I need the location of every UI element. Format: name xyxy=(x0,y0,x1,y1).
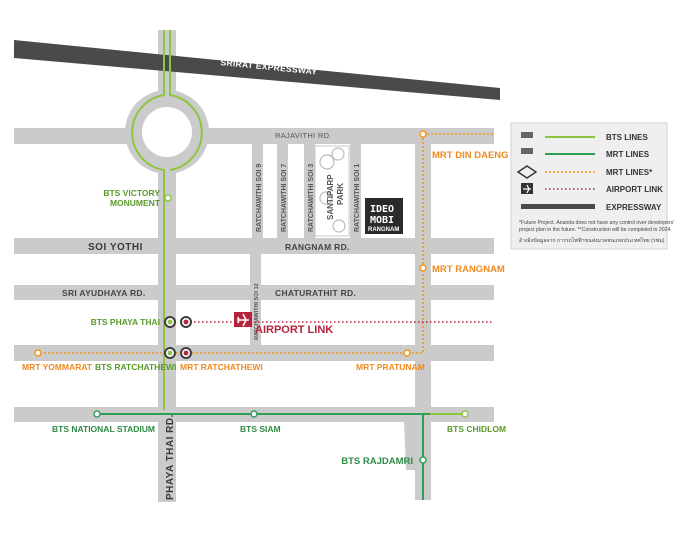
legend-item-expressway: EXPRESSWAY xyxy=(521,203,662,212)
airport-link-marker: AIRPORT LINK xyxy=(234,312,333,336)
bts-line-swatch-icon xyxy=(521,132,533,138)
legend-label-mrt: MRT LINES xyxy=(606,150,650,159)
label-bts-phaya-thai: BTS PHAYA THAI xyxy=(91,317,160,327)
legend-note-line2: project plan in the future. **Constructi… xyxy=(519,227,672,233)
bts-line-roundabout xyxy=(169,30,203,171)
park-name-line1: SANTIPARP xyxy=(326,174,335,220)
label-bts-ratchathewi: BTS RATCHATHEWI xyxy=(95,362,176,372)
tree-icon xyxy=(319,154,335,170)
legend-note-line1: *Future Project. Ananda does not have an… xyxy=(519,220,674,226)
airplane-glyph-legend xyxy=(523,184,531,194)
legend-box xyxy=(510,122,668,250)
roundabout-center xyxy=(142,107,192,157)
airplane-glyph xyxy=(237,313,249,327)
road-rajdamri xyxy=(404,422,420,470)
station-bts-national-stadium[interactable] xyxy=(93,410,101,418)
legend-label-mrt-future: MRT LINES* xyxy=(606,168,653,177)
project-logo-line2: MOBI xyxy=(370,215,394,226)
legend-note-thai: อ้างอิงข้อมูลจาก การรถไฟฟ้าขนส่งมวลชนแห่… xyxy=(519,236,665,244)
label-bts-chidlom: BTS CHIDLOM xyxy=(447,424,506,434)
label-mrt-yommarat: MRT YOMMARAT xyxy=(22,362,93,372)
label-mrt-pratunam: MRT PRATUNAM xyxy=(356,362,425,372)
road-soi-3 xyxy=(304,144,315,238)
bts-line-sukhumvit xyxy=(131,30,165,410)
station-mrt-pratunam[interactable] xyxy=(403,349,411,357)
station-mrt-yommarat[interactable] xyxy=(34,349,42,357)
label-mrt-ratchathewi: MRT RATCHATHEWI xyxy=(180,362,263,372)
station-bts-victory-monument[interactable] xyxy=(164,194,172,202)
legend-label-expressway: EXPRESSWAY xyxy=(606,203,662,212)
road-label-soi-yothi: SOI YOTHI xyxy=(88,242,143,253)
road-soi-9 xyxy=(252,144,263,238)
station-mrt-rangnam[interactable] xyxy=(419,264,427,272)
road-rangnam xyxy=(14,238,494,254)
road-soi-7 xyxy=(277,144,288,238)
road-soi-12 xyxy=(250,254,261,345)
project-name: RANGNAM xyxy=(368,227,399,233)
station-airport-link-dot xyxy=(183,319,189,325)
station-bts-ratchathewi-dot xyxy=(167,350,173,356)
legend-item-mrt-future: MRT LINES* xyxy=(516,165,653,179)
road-label-sri-ayudhaya: SRI AYUDHAYA RD. xyxy=(62,288,146,298)
mrt-future-line xyxy=(38,134,424,354)
legend-item-airport-link: AIRPORT LINK xyxy=(521,183,663,194)
project-logo-line1: IDEO xyxy=(370,204,394,215)
road-label-rajavithi: RAJAVITHI RD. xyxy=(275,131,332,140)
mrt-line-swatch-icon xyxy=(521,148,533,154)
legend-item-mrt: MRT LINES xyxy=(521,148,650,159)
santiparp-park: SANTIPARP PARK xyxy=(314,145,350,237)
label-airport-link: AIRPORT LINK xyxy=(255,324,333,336)
srirat-expressway xyxy=(14,40,500,100)
label-bts-victory-monument-1: BTS VICTORY xyxy=(103,188,160,198)
road-label-soi-7: RATCHAWITHI SOI 7 xyxy=(281,164,288,232)
park-name-line2: PARK xyxy=(336,183,345,205)
station-mrt-ratchathewi-dot xyxy=(183,350,189,356)
station-bts-siam[interactable] xyxy=(250,410,258,418)
station-mrt-din-daeng[interactable] xyxy=(419,130,427,138)
label-bts-national-stadium: BTS NATIONAL STADIUM xyxy=(52,424,155,434)
label-mrt-din-daeng: MRT DIN DAENG xyxy=(432,150,509,161)
legend-panel: BTS LINES MRT LINES MRT LINES* AIRPORT L… xyxy=(510,122,674,250)
road-label-soi-12: RATCHAWITHI SOI 12 xyxy=(254,283,260,340)
legend-label-airport-link: AIRPORT LINK xyxy=(606,185,663,194)
road-label-chaturathit: CHATURATHIT RD. xyxy=(275,288,356,298)
station-bts-rajdamri[interactable] xyxy=(419,456,427,464)
tree-icon xyxy=(331,147,345,161)
ideo-mobi-rangnam-project: IDEO MOBI RANGNAM xyxy=(365,198,403,234)
road-label-soi-1: RATCHAWITHI SOI 1 xyxy=(354,164,361,232)
road-label-soi-9: RATCHAWITHI SOI 9 xyxy=(256,164,263,232)
legend-label-bts: BTS LINES xyxy=(606,133,648,142)
road-soi-1 xyxy=(350,144,361,238)
tree-icon xyxy=(332,219,346,233)
label-bts-rajdamri: BTS RAJDAMRI xyxy=(341,456,413,467)
road-label-soi-3: RATCHAWITHI SOI 3 xyxy=(308,164,315,232)
project-marker xyxy=(365,198,403,234)
legend-item-bts: BTS LINES xyxy=(521,132,648,142)
station-bts-phaya-thai-dot xyxy=(167,319,173,325)
station-bts-chidlom[interactable] xyxy=(461,410,469,418)
road-label-phaya-thai: PHAYA THAI RD. xyxy=(165,414,176,500)
label-bts-victory-monument-2: MONUMENT xyxy=(110,198,161,208)
mrt-future-icon xyxy=(516,165,538,179)
tree-icon xyxy=(319,191,333,205)
road-label-rangnam: RANGNAM RD. xyxy=(285,242,350,252)
label-mrt-rangnam: MRT RANGNAM xyxy=(432,264,505,275)
label-bts-siam: BTS SIAM xyxy=(240,424,281,434)
expressway-swatch-icon xyxy=(521,204,595,209)
